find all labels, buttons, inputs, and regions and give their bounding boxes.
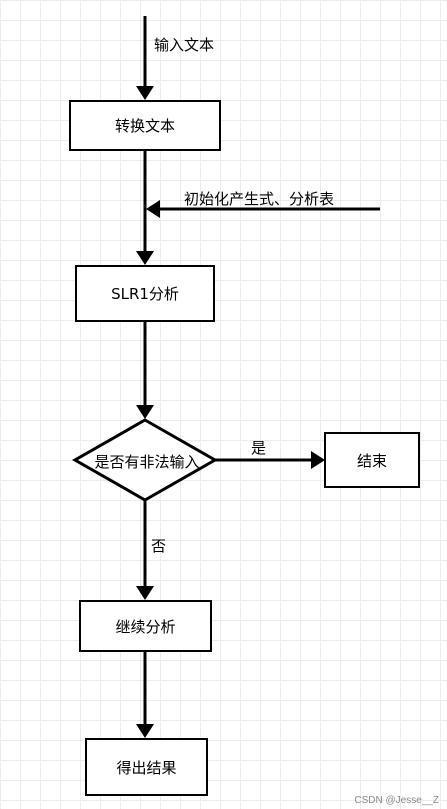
edge-label-no: 否 [151, 537, 167, 555]
arrowhead [136, 724, 154, 738]
arrowhead [136, 251, 154, 265]
decision-diamond [71, 418, 219, 502]
node-slr1-analysis: SLR1分析 [75, 265, 215, 322]
node-get-result-label: 得出结果 [116, 758, 177, 777]
decision-label: 是否有非法输入 [94, 452, 200, 471]
watermark: CSDN @Jesse__Z [354, 795, 439, 806]
arrowhead [136, 86, 154, 100]
node-convert-text: 转换文本 [69, 100, 221, 151]
edge-label-yes: 是 [251, 439, 267, 457]
node-slr1-analysis-label: SLR1分析 [111, 285, 179, 303]
node-continue-analysis: 继续分析 [79, 600, 212, 652]
node-convert-text-label: 转换文本 [114, 117, 175, 135]
arrowhead [136, 586, 154, 600]
node-end: 结束 [324, 432, 420, 488]
arrowhead [311, 451, 325, 469]
node-continue-analysis-label: 继续分析 [115, 617, 176, 636]
node-end-label: 结束 [356, 451, 387, 470]
arrowhead [146, 200, 160, 218]
edge-label-init: 初始化产生式、分析表 [184, 190, 335, 208]
arrowhead [136, 405, 154, 419]
node-get-result: 得出结果 [85, 738, 208, 796]
edge-label-input: 输入文本 [154, 36, 215, 54]
